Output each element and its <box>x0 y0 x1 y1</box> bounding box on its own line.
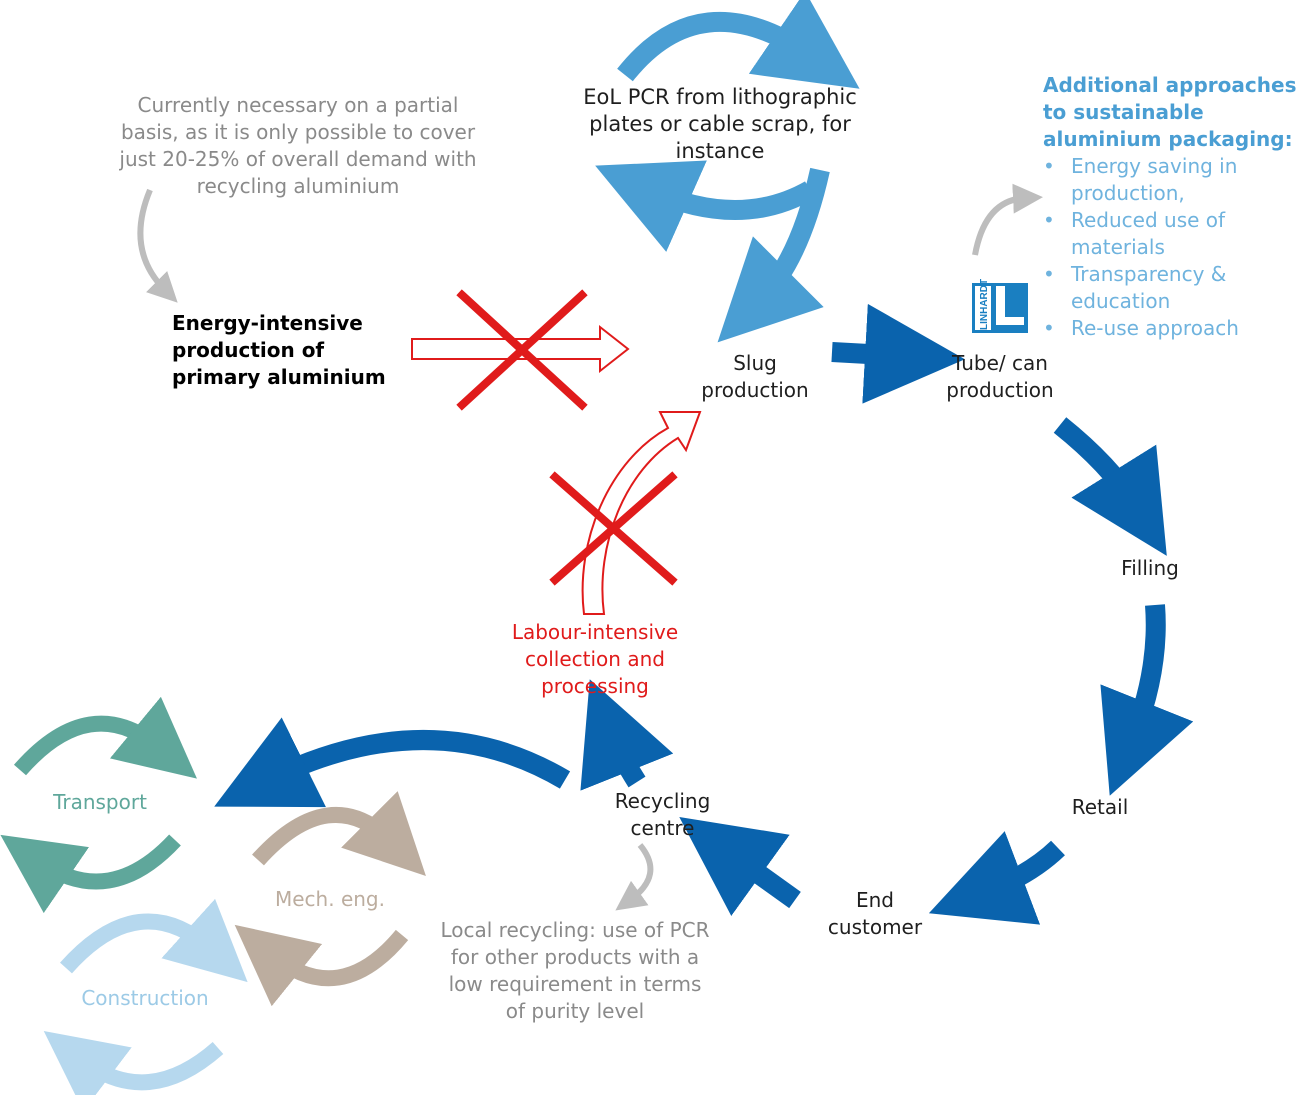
additional-approaches-box: Additional approaches to sustainable alu… <box>1043 72 1305 342</box>
additional-approaches-list: Energy saving in production, Reduced use… <box>1043 153 1305 342</box>
labour-intensive-label: Labour-intensive collection and processi… <box>511 620 679 698</box>
recycling-to-local-arrow <box>615 843 654 911</box>
end-customer-label: End customer <box>827 888 923 939</box>
transport-loop <box>0 696 197 914</box>
tube-can-production-label: Tube/ can production <box>946 351 1054 402</box>
eol-pcr-label: EoL PCR from lithographic plates or cabl… <box>583 85 857 163</box>
cross-primary <box>456 289 588 411</box>
labour-to-slug-arrow <box>581 411 702 615</box>
approach-item: Energy saving in production, <box>1043 153 1305 207</box>
linhardt-logo: LINHARDT <box>972 279 1028 333</box>
logo-to-approaches-arrow <box>972 183 1043 256</box>
eol-loop-arrows <box>595 0 860 343</box>
approach-item: Reduced use of materials <box>1043 207 1305 261</box>
approach-item: Re-use approach <box>1043 315 1305 342</box>
additional-approaches-title: Additional approaches to sustainable alu… <box>1043 73 1297 151</box>
primary-aluminium-label: Energy-intensive production of primary a… <box>172 311 386 389</box>
logo-text: LINHARDT <box>979 279 990 330</box>
mech-eng-label: Mech. eng. <box>275 887 385 911</box>
construction-loop <box>43 898 248 1095</box>
slug-production-label: Slug production <box>701 351 809 402</box>
local-recycling-label: Local recycling: use of PCR for other pr… <box>440 918 710 1023</box>
note-top: Currently necessary on a partial basis, … <box>119 93 477 198</box>
approach-item: Transparency & education <box>1043 261 1305 315</box>
retail-label: Retail <box>1071 795 1129 819</box>
cross-labour <box>549 471 678 586</box>
recycling-centre-label: Recycling centre <box>614 789 711 840</box>
construction-label: Construction <box>81 986 209 1010</box>
filling-label: Filling <box>1121 556 1179 580</box>
main-cycle-arrows <box>214 303 1194 925</box>
note-to-primary-arrow <box>137 188 178 303</box>
mech-eng-loop <box>234 791 426 1007</box>
transport-label: Transport <box>53 790 147 814</box>
